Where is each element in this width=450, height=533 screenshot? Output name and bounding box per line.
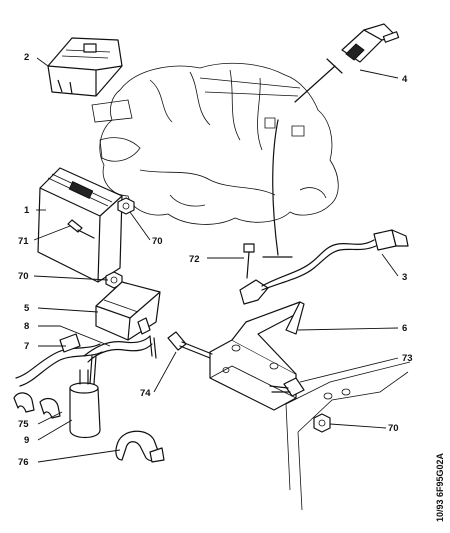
part-70-nut-upper (117, 197, 135, 215)
part-71-screw (67, 219, 95, 239)
callout-70-lower: 70 (388, 423, 399, 434)
part-4-temperature-sensor (341, 23, 400, 63)
part-73-bolt (269, 377, 305, 397)
part-2-relay (47, 37, 123, 97)
part-7-8-vacuum-hoses (15, 333, 157, 387)
part-3-speed-sensor (239, 229, 409, 305)
callout-6: 6 (402, 323, 407, 334)
callout-1: 1 (24, 205, 30, 216)
callout-70-left: 70 (18, 271, 29, 282)
callout-71: 71 (18, 236, 29, 247)
callout-72: 72 (189, 254, 200, 265)
callout-labels: 2 4 1 71 70 72 3 70 5 6 8 7 73 74 75 70 … (18, 52, 413, 468)
part-72-bolt (243, 243, 255, 279)
callout-7: 7 (24, 341, 29, 352)
callout-8: 8 (24, 321, 29, 332)
part-1-ecu (37, 167, 123, 283)
location-lines (262, 58, 343, 258)
chassis-panel-lines (285, 361, 411, 511)
leader-lines (33, 57, 399, 463)
callout-9: 9 (24, 435, 29, 446)
part-5-pressure-sensor (95, 281, 161, 341)
part-76-clamp (115, 430, 165, 463)
part-70-nut-lower (313, 413, 331, 433)
callout-74: 74 (140, 388, 151, 399)
callout-75: 75 (18, 419, 29, 430)
callout-70-upper: 70 (152, 236, 163, 247)
callout-73: 73 (402, 353, 413, 364)
callout-3: 3 (402, 272, 407, 283)
part-75-clip (13, 392, 61, 419)
reference-code: 10/93 6F95G02A (435, 452, 445, 522)
callout-2: 2 (24, 52, 29, 63)
engine-block-outline (91, 62, 339, 225)
callout-4: 4 (402, 74, 408, 85)
part-9-filter (69, 369, 101, 439)
callout-5: 5 (24, 303, 30, 314)
part-74-bolt (167, 331, 213, 359)
callout-76: 76 (18, 457, 29, 468)
